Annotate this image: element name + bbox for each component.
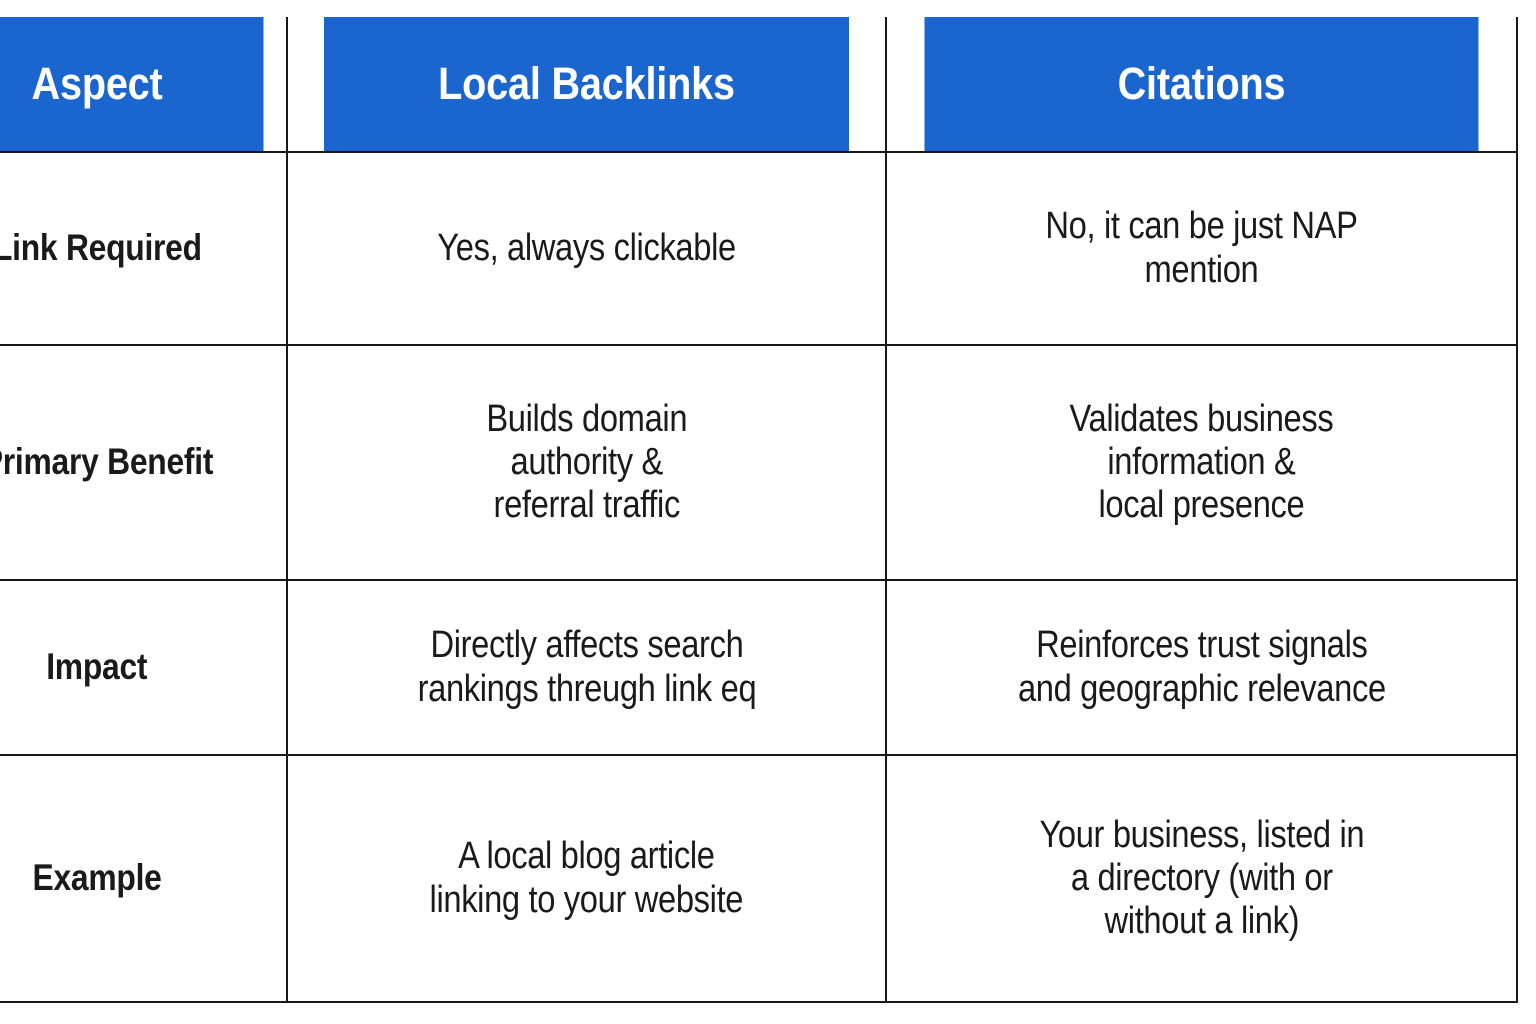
cell-citations-impact: Reinforces trust signals and geographic … [886, 580, 1518, 756]
table-body: Link Required Yes, always clickable No, … [0, 152, 1518, 1003]
comparison-table: Aspect Local Backlinks Citations Link Re… [0, 17, 1518, 1003]
cell-text: Example [32, 857, 162, 899]
comparison-table-wrapper: Aspect Local Backlinks Citations Link Re… [0, 17, 1518, 1003]
row-label-link-required: Link Required [0, 152, 288, 346]
column-header-backlinks: Local Backlinks [322, 17, 851, 152]
cell-backlinks-primary-benefit: Builds domain authority & referral traff… [287, 345, 887, 581]
cell-text: Link Required [0, 227, 202, 269]
table-header: Aspect Local Backlinks Citations [0, 17, 1517, 152]
table-row: Example A local blog article linking to … [0, 755, 1518, 1003]
cell-citations-example: Your business, listed in a directory (wi… [886, 755, 1518, 1003]
row-label-example: Example [0, 755, 288, 1003]
cell-backlinks-example: A local blog article linking to your web… [287, 755, 887, 1003]
cell-text: Builds domain authority & referral traff… [486, 397, 687, 527]
cell-text: Primary Benefit [0, 441, 213, 483]
table-row: Link Required Yes, always clickable No, … [0, 152, 1518, 346]
column-header-aspect: Aspect [0, 17, 266, 152]
table-row: Primary Benefit Builds domain authority … [0, 345, 1518, 581]
cell-text: A local blog article linking to your web… [429, 835, 744, 921]
cell-backlinks-impact: Directly affects search rankings threugh… [287, 580, 887, 756]
column-header-citations: Citations [923, 17, 1481, 152]
row-label-impact: Impact [0, 580, 288, 756]
cell-citations-link-required: No, it can be just NAP mention [886, 152, 1518, 346]
table-row: Impact Directly affects search rankings … [0, 580, 1518, 756]
cell-text: Your business, listed in a directory (wi… [1039, 813, 1364, 943]
cell-text: Directly affects search rankings threugh… [417, 624, 756, 710]
cell-text: Impact [46, 646, 148, 688]
cell-text: Validates business information & local p… [1069, 397, 1334, 527]
header-row: Aspect Local Backlinks Citations [0, 17, 1517, 152]
row-label-primary-benefit: Primary Benefit [0, 345, 288, 581]
cell-text: No, it can be just NAP mention [1045, 205, 1358, 291]
cell-backlinks-link-required: Yes, always clickable [287, 152, 887, 346]
cell-text: Reinforces trust signals and geographic … [1017, 624, 1386, 710]
cell-text: Yes, always clickable [437, 226, 736, 269]
cell-citations-primary-benefit: Validates business information & local p… [886, 345, 1518, 581]
